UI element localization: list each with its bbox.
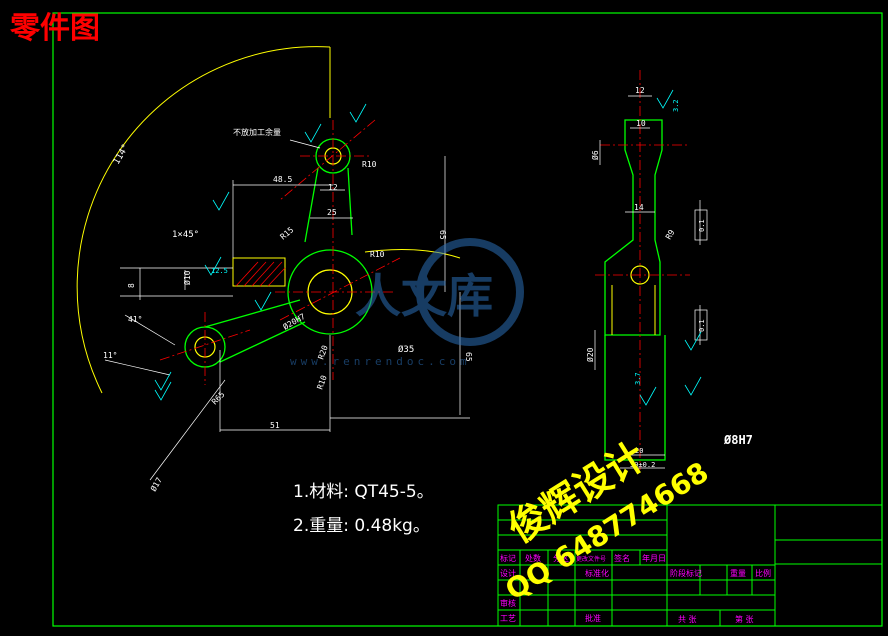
tol-frame-1 xyxy=(694,209,708,241)
dim-41deg: 41° xyxy=(128,315,142,324)
tb-stage-2: 比例 xyxy=(755,568,771,578)
dim-12-5: 12.5 xyxy=(211,267,228,275)
note-material: 1.材料: QT45-5。 xyxy=(293,482,434,502)
drawing-frame xyxy=(52,12,883,627)
tb-process: 工艺 xyxy=(500,614,516,623)
section-hatch xyxy=(235,261,286,287)
dim-d35: Ø35 xyxy=(398,344,414,355)
dim-r15: R15 xyxy=(279,225,296,241)
left-boss xyxy=(232,257,286,287)
dim-r10-bot: R10 xyxy=(315,374,328,391)
front-dim-lines xyxy=(104,156,470,481)
dim-d17: Ø17 xyxy=(148,475,164,493)
side-lower xyxy=(604,335,666,461)
dim-65-b: 65 xyxy=(464,352,473,362)
dim-25: 25 xyxy=(327,208,337,217)
note-surface: 不放加工余量 xyxy=(233,127,281,137)
tb-header-5: 年月日 xyxy=(642,553,666,563)
dim-r65: R65 xyxy=(210,390,227,407)
side-dim-d20: Ø20 xyxy=(585,347,595,362)
side-dim-d6: Ø6 xyxy=(590,150,600,160)
upper-arm xyxy=(304,167,353,243)
dim-r10-top: R10 xyxy=(362,160,377,169)
side-dim-3-7: 3.7 xyxy=(634,372,642,385)
dim-51: 51 xyxy=(270,421,280,430)
dim-arc-angle: 114° xyxy=(112,143,132,167)
side-dim-10: 10 xyxy=(636,119,646,128)
dim-48-5: 48.5 xyxy=(273,175,292,184)
flange-arc xyxy=(364,249,461,259)
tol-value-2: 0.1 xyxy=(698,319,706,332)
dim-chamfer: 1×45° xyxy=(172,230,199,240)
tb-header-2: 分区 xyxy=(553,554,569,563)
centre-lines xyxy=(159,119,401,385)
sheet-title: 零件图 xyxy=(10,11,100,46)
tb-header-1: 处数 xyxy=(525,553,541,563)
tb-design: 设计 xyxy=(500,568,516,578)
side-dim-bore: Ø8H7 xyxy=(723,433,753,447)
dim-8: 8 xyxy=(127,283,136,288)
note-weight: 2.重量: 0.48kg。 xyxy=(293,516,430,536)
side-dim-r9: R9 xyxy=(664,228,677,241)
watermark-site: 人文库 www.renrendoc.com xyxy=(290,238,524,368)
dim-d10: Ø10 xyxy=(182,270,192,285)
tb-approve: 批准 xyxy=(585,613,601,623)
tb-standard: 标准化 xyxy=(585,568,609,578)
tb-header-0: 标记 xyxy=(500,553,516,563)
tol-frame-2 xyxy=(694,309,708,341)
side-dim-12: 12 xyxy=(635,86,645,95)
watermark-site-text: 人文库 xyxy=(355,269,493,323)
side-finish-3-2: 3.2 xyxy=(672,99,680,112)
dim-12: 12 xyxy=(328,183,338,192)
finish-symbols xyxy=(154,103,367,401)
tb-stage-1: 重量 xyxy=(730,568,746,578)
arc-sweep xyxy=(76,46,331,394)
lower-arm xyxy=(204,299,306,363)
title-block xyxy=(497,504,883,627)
tb-header-4: 签名 xyxy=(614,553,630,563)
side-view: 12 10 14 Ø6 Ø20 R9 30±0.2 20 3.7 Ø8H7 0.… xyxy=(585,70,753,470)
dim-11deg: 11° xyxy=(103,351,117,360)
dim-r10-mid: R10 xyxy=(370,250,385,259)
watermark-site-url: www.renrendoc.com xyxy=(290,355,471,368)
side-dim-14: 14 xyxy=(634,203,644,212)
tol-value-1: 0.1 xyxy=(698,219,706,232)
tb-review: 审核 xyxy=(500,598,516,608)
tb-sheet-total: 共 张 xyxy=(678,615,697,624)
tb-stage-0: 阶段标记 xyxy=(670,568,702,578)
side-outline xyxy=(604,119,663,336)
dim-65-a: 65 xyxy=(438,230,447,240)
side-dim-30: 30±0.2 xyxy=(630,461,655,469)
tb-header-3: 更改文件号 xyxy=(576,555,606,563)
tb-sheet-num: 第 张 xyxy=(735,614,754,624)
side-dim-20: 20 xyxy=(635,447,643,455)
